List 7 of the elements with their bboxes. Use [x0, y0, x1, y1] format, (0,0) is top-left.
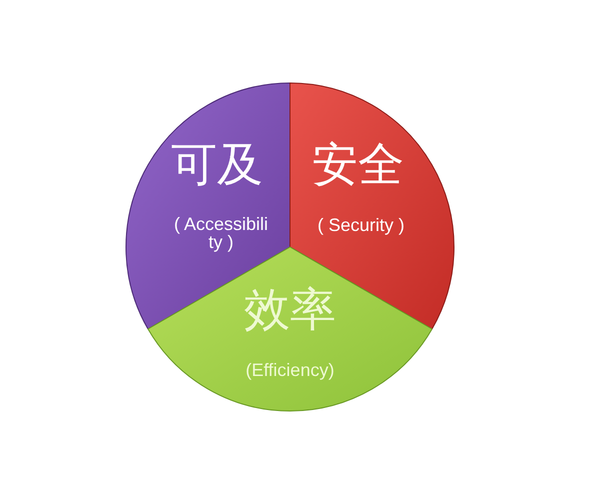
slice-heading: 效率 — [244, 286, 336, 332]
slice-heading: 安全 — [312, 141, 404, 187]
slice-heading: 可及 — [171, 141, 263, 187]
slice-subtitle: (Efficiency) — [246, 361, 334, 379]
slice-subtitle: ( Accessibili ty ) — [172, 215, 270, 251]
pie-slice — [290, 83, 454, 329]
slice-subtitle: ( Security ) — [318, 216, 404, 234]
